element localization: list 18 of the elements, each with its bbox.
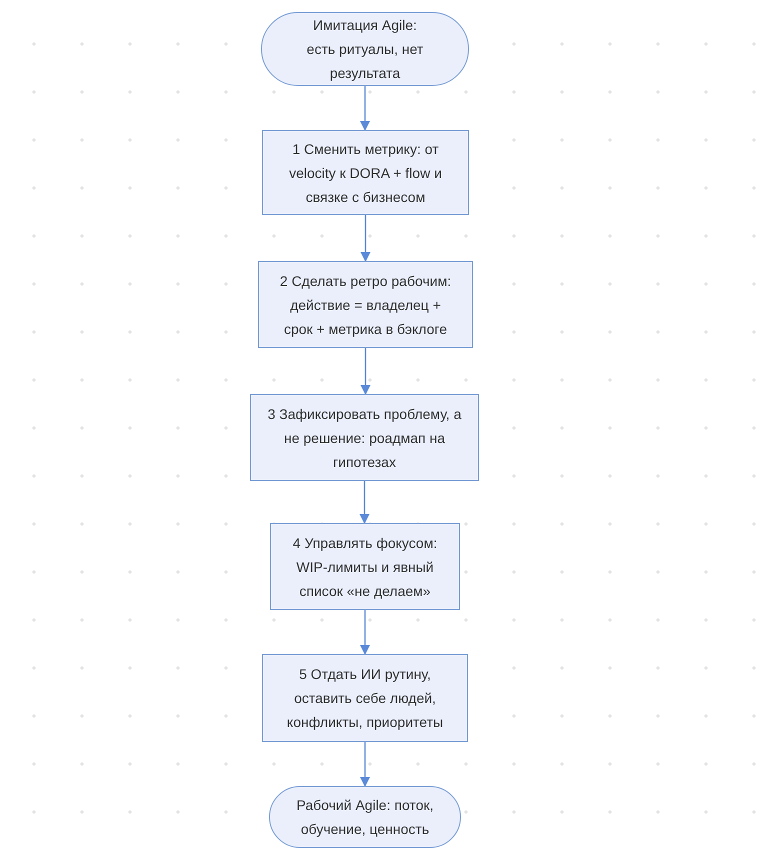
node-text: Имитация Agile: есть ритуалы, нет результата bbox=[306, 16, 424, 83]
arrow bbox=[360, 610, 370, 655]
process-box bbox=[262, 654, 468, 742]
node-text: 2 Сделать ретро рабочим: действие = владелец + срок + метрика в бэклоге bbox=[278, 272, 452, 339]
node-text: 4 Управлять фокусом: WIP-лимиты и явный список «не делаем» bbox=[292, 534, 438, 601]
node-text: Рабочий Agile: поток, обучение, ценность bbox=[295, 796, 434, 839]
process-box bbox=[262, 130, 469, 215]
node-text: 1 Сменить метрику: от velocity к DORA + flow и связке с бизнесом bbox=[288, 140, 443, 206]
node-text: 5 Отдать ИИ рутину, оставить себе людей, конфликты, приоритеты bbox=[286, 665, 444, 732]
arrow bbox=[360, 215, 370, 262]
process-box bbox=[258, 261, 473, 348]
node-text: 3 Зафиксировать проблему, а не решение: роадмап на гипотезах bbox=[266, 404, 462, 472]
process-box bbox=[250, 394, 479, 481]
arrow bbox=[360, 348, 370, 395]
arrow bbox=[360, 86, 370, 131]
process-box bbox=[270, 523, 460, 610]
arrow bbox=[360, 742, 370, 787]
arrow bbox=[360, 481, 370, 524]
